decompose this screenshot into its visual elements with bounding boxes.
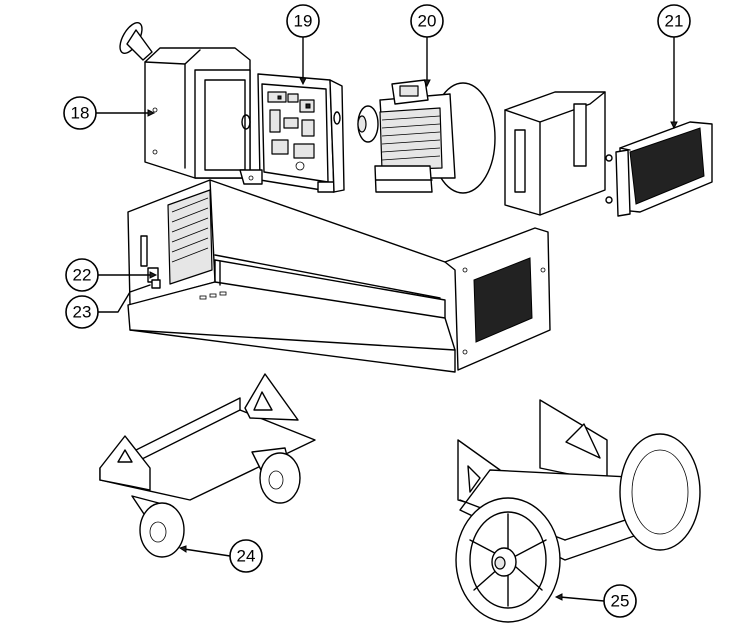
part-19-control-board (239, 73, 345, 193)
callout-22: 22 (65, 258, 99, 292)
callout-19-label: 19 (294, 12, 313, 31)
chassis-frame (127, 179, 551, 373)
callout-19: 19 (286, 4, 320, 38)
leader-lines (95, 36, 678, 602)
callout-18-label: 18 (71, 104, 90, 123)
part-25-wheeled-cart (455, 399, 701, 623)
callout-24: 24 (229, 539, 263, 573)
callout-18: 18 (63, 96, 97, 130)
part-24-caster-dolly (99, 373, 316, 558)
callout-20: 20 (410, 4, 444, 38)
part-18-housing (119, 22, 251, 179)
callout-24-label: 24 (237, 547, 256, 566)
callout-25-label: 25 (611, 592, 630, 611)
callout-23: 23 (65, 295, 99, 329)
callout-20-label: 20 (418, 12, 437, 31)
callout-23-label: 23 (73, 303, 92, 322)
part-21-duct-plate (504, 91, 606, 216)
part-20-motor (357, 79, 496, 194)
callout-21-label: 21 (665, 12, 684, 31)
callout-21: 21 (657, 4, 691, 38)
callout-25: 25 (603, 584, 637, 618)
part-21-heat-exchanger (605, 121, 713, 217)
callout-22-label: 22 (73, 266, 92, 285)
